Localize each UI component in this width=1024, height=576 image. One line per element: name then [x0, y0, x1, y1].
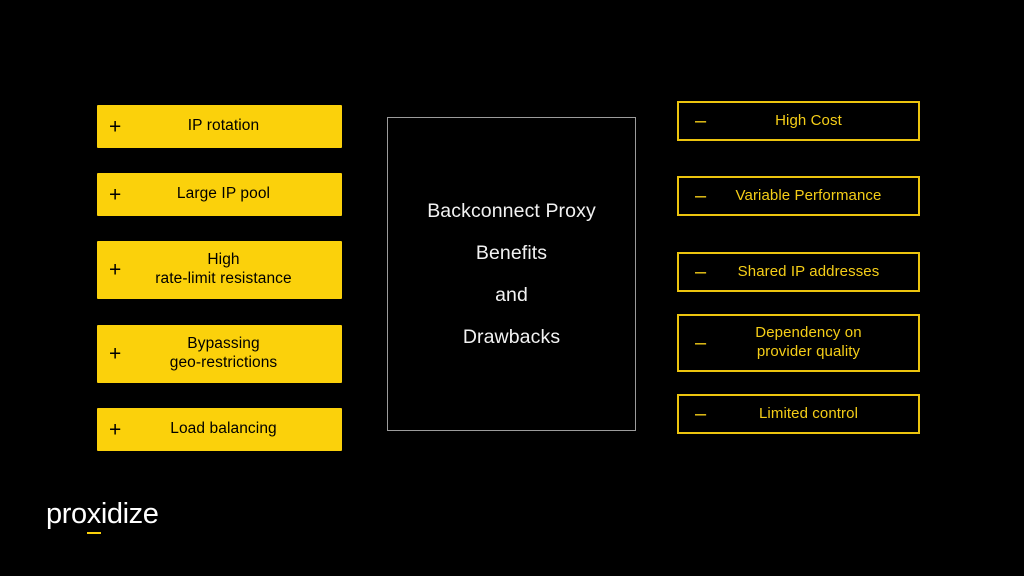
spacer — [97, 383, 342, 408]
benefit-item-rate-limit-resistance[interactable]: + High rate-limit resistance — [97, 241, 342, 299]
spacer — [97, 299, 342, 325]
spacer — [677, 216, 920, 252]
benefit-item-label: Bypassing geo-restrictions — [169, 335, 278, 371]
benefit-item-ip-rotation[interactable]: + IP rotation — [97, 105, 342, 148]
plus-icon: + — [109, 258, 122, 282]
minus-icon: – — [695, 403, 707, 425]
drawback-item-label: High Cost — [775, 111, 842, 129]
drawback-item-label: Dependency on provider quality — [755, 324, 862, 360]
center-title-card: Backconnect Proxy Benefits and Drawbacks — [387, 117, 636, 431]
benefit-item-large-ip-pool[interactable]: + Large IP pool — [97, 173, 342, 216]
drawback-item-high-cost[interactable]: – High Cost — [677, 101, 920, 141]
drawback-item-shared-ip-addresses[interactable]: – Shared IP addresses — [677, 252, 920, 292]
spacer — [97, 216, 342, 241]
spacer — [97, 148, 342, 173]
benefit-item-label: Large IP pool — [176, 185, 271, 203]
minus-icon: – — [695, 185, 707, 207]
drawback-item-label: Limited control — [758, 404, 859, 422]
center-title-line-1: Backconnect Proxy — [427, 200, 596, 222]
drawback-item-dependency-on-provider-quality[interactable]: – Dependency on provider quality — [677, 314, 920, 372]
benefit-item-load-balancing[interactable]: + Load balancing — [97, 408, 342, 451]
benefit-item-label: IP rotation — [187, 117, 260, 135]
plus-icon: + — [109, 115, 122, 138]
plus-icon: + — [109, 418, 122, 441]
center-title-line-4: Drawbacks — [462, 326, 561, 348]
logo-part-before: pro — [46, 498, 87, 530]
plus-icon: + — [109, 342, 122, 366]
minus-icon: – — [695, 261, 707, 283]
logo-part-after: idize — [100, 498, 159, 530]
benefit-item-label: Load balancing — [170, 420, 277, 438]
spacer — [677, 292, 920, 314]
drawback-item-variable-performance[interactable]: – Variable Performance — [677, 176, 920, 216]
minus-icon: – — [695, 332, 707, 354]
benefit-item-bypassing-geo-restrictions[interactable]: + Bypassing geo-restrictions — [97, 325, 342, 383]
logo-wordmark: proxidize — [46, 498, 159, 534]
drawback-item-limited-control[interactable]: – Limited control — [677, 394, 920, 434]
spacer — [677, 141, 920, 176]
minus-icon: – — [695, 110, 707, 132]
brand-logo: proxidize — [46, 498, 159, 534]
spacer — [677, 372, 920, 394]
drawback-item-label: Shared IP addresses — [737, 262, 880, 280]
center-title-line-2: Benefits — [475, 242, 548, 264]
center-title-line-3: and — [495, 284, 528, 306]
drawback-item-label: Variable Performance — [735, 186, 882, 204]
benefit-item-label: High rate-limit resistance — [155, 251, 292, 287]
benefits-column: + IP rotation + Large IP pool + High rat… — [97, 105, 342, 451]
plus-icon: + — [109, 183, 122, 206]
logo-accent-letter: x — [86, 498, 101, 534]
drawbacks-column: – High Cost – Variable Performance – Sha… — [677, 101, 920, 434]
